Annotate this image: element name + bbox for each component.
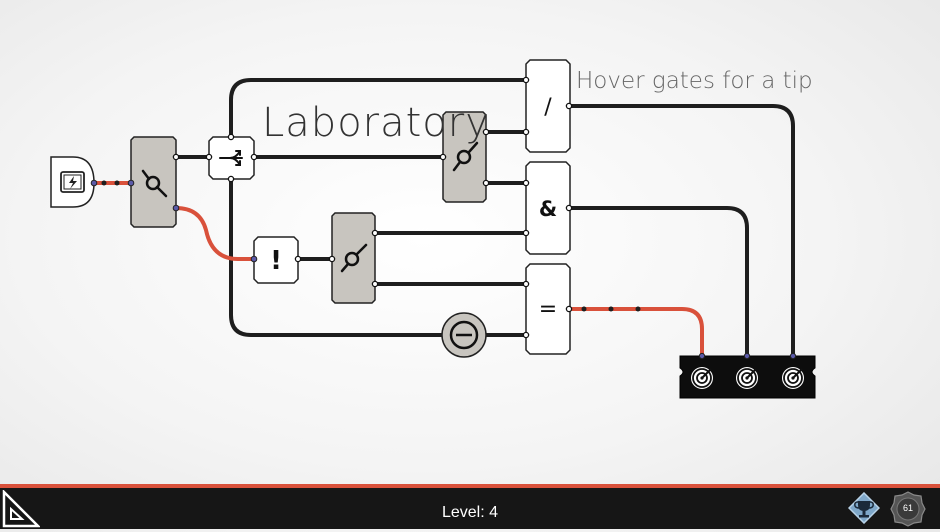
and-gate[interactable] bbox=[525, 161, 571, 255]
status-bar-accent bbox=[0, 484, 940, 488]
and-gate-label: & bbox=[539, 197, 557, 221]
not-gate[interactable] bbox=[253, 236, 299, 284]
xor-gate[interactable] bbox=[525, 59, 571, 153]
wire-splitter-bottom-loop bbox=[229, 178, 444, 337]
equal-gate[interactable] bbox=[525, 263, 571, 355]
xor-gate-label: / bbox=[544, 95, 552, 120]
gear-badge-icon bbox=[890, 491, 926, 527]
switch-gate-1[interactable] bbox=[130, 136, 177, 228]
wire-splitter-top-loop bbox=[229, 78, 528, 138]
switch-icon bbox=[141, 169, 168, 198]
level-title: Laboratory bbox=[262, 100, 490, 146]
achievements-button[interactable] bbox=[847, 491, 881, 525]
power-source bbox=[50, 156, 95, 208]
inverter-gate[interactable] bbox=[441, 312, 487, 358]
menu-button[interactable] bbox=[2, 488, 42, 528]
target-icon bbox=[792, 368, 803, 379]
coin-count: 61 bbox=[902, 503, 913, 513]
target-panel bbox=[679, 352, 816, 399]
status-bar bbox=[0, 488, 940, 529]
target-icon bbox=[701, 368, 712, 379]
trophy-icon bbox=[847, 491, 881, 525]
switch-icon bbox=[340, 243, 368, 273]
switch-icon bbox=[452, 141, 479, 172]
hint-text: Hover gates for a tip bbox=[576, 68, 813, 94]
level-indicator: Level: 4 bbox=[441, 504, 499, 521]
not-gate-label: ! bbox=[270, 246, 282, 276]
battery-icon bbox=[60, 171, 85, 193]
switch-gate-2[interactable] bbox=[442, 111, 487, 203]
target-2 bbox=[736, 367, 758, 389]
wire-switch1-to-not bbox=[174, 206, 256, 261]
splitter-gate[interactable] bbox=[208, 136, 255, 180]
target-icon bbox=[746, 368, 757, 379]
equal-gate-label: = bbox=[539, 297, 557, 322]
wire-xor-to-target3 bbox=[567, 104, 795, 358]
switch-gate-3[interactable] bbox=[331, 212, 376, 304]
target-3 bbox=[782, 367, 804, 389]
wire-equal-to-target1 bbox=[567, 307, 704, 358]
splitter-icon bbox=[219, 150, 243, 166]
target-1 bbox=[691, 367, 713, 389]
triangle-ruler-icon bbox=[2, 488, 42, 528]
wire-and-to-target2 bbox=[567, 206, 749, 358]
coins-badge[interactable] bbox=[890, 491, 926, 527]
minus-circle-icon bbox=[449, 320, 479, 350]
